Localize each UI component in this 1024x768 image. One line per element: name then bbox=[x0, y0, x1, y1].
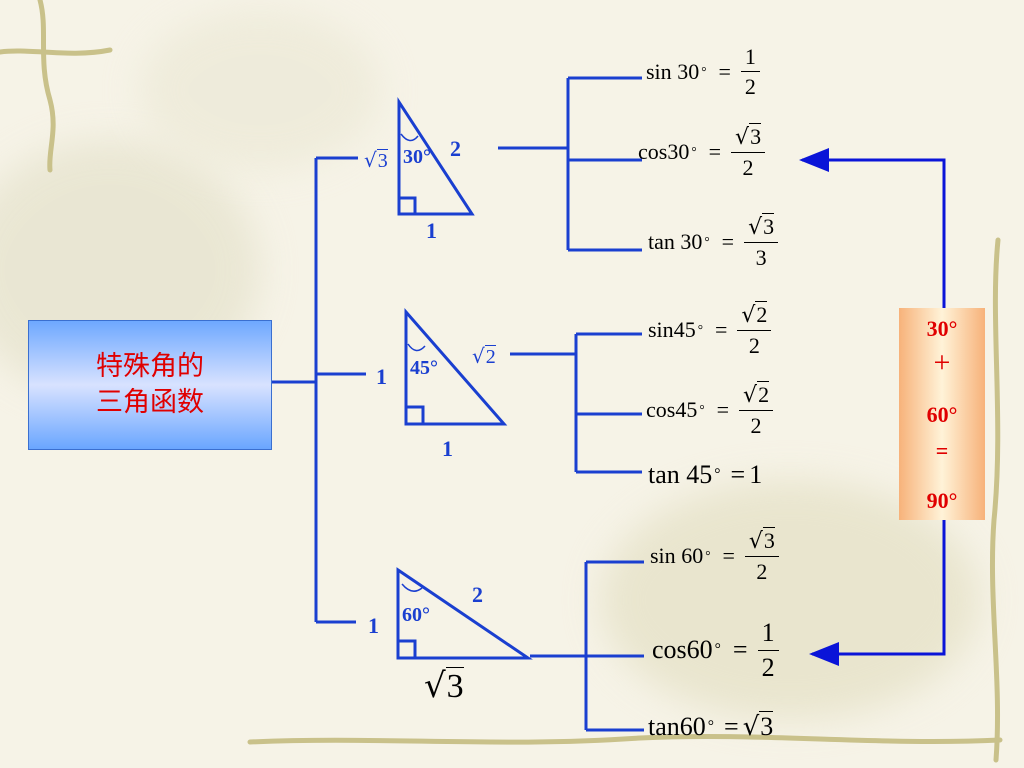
complement-plus: + bbox=[933, 346, 951, 379]
t45-hypotenuse-label: √2 bbox=[472, 344, 496, 368]
t60-angle-label: 60° bbox=[402, 604, 430, 626]
complement-total: 90° bbox=[926, 488, 958, 513]
connector-45-bracket bbox=[510, 332, 642, 474]
diagram-title-box: 特殊角的 三角函数 bbox=[28, 320, 272, 450]
t60-short-leg-label: 1 bbox=[368, 613, 379, 638]
connector-30-bracket bbox=[498, 76, 642, 252]
arrow-to-cos60 bbox=[809, 520, 946, 666]
angle-arc-30 bbox=[400, 133, 419, 142]
complement-box: 30° + 60° = 90° bbox=[899, 308, 985, 520]
triangle-30 bbox=[397, 96, 475, 216]
connector-60-bracket bbox=[530, 560, 644, 732]
t60-hypotenuse-label: 2 bbox=[472, 582, 483, 607]
complement-angle-b: 60° bbox=[926, 402, 958, 427]
arrow-to-cos30 bbox=[799, 148, 946, 308]
right-angle-mark-60 bbox=[396, 639, 417, 660]
t30-long-leg-label: √3 bbox=[364, 148, 388, 172]
t45-bottom-leg-label: 1 bbox=[442, 436, 453, 461]
background-blob bbox=[600, 480, 980, 720]
vine-decoration bbox=[0, 0, 1003, 763]
right-angle-mark-30 bbox=[397, 196, 417, 216]
angle-arc-60 bbox=[401, 583, 423, 592]
t30-hypotenuse-label: 2 bbox=[450, 136, 461, 161]
t60-long-leg-label: √3 bbox=[424, 666, 464, 706]
right-angle-mark-45 bbox=[404, 405, 425, 426]
triangle-60 bbox=[396, 567, 533, 660]
complement-equals: = bbox=[935, 438, 949, 463]
angle-arc-45 bbox=[407, 343, 426, 352]
triangle-45 bbox=[404, 308, 508, 426]
formula-tan45: tan 45° = 1 bbox=[648, 460, 763, 489]
background-blob bbox=[140, 10, 380, 170]
t30-angle-label: 30° bbox=[403, 146, 431, 168]
title-line-2: 三角函数 bbox=[96, 387, 204, 418]
t45-angle-label: 45° bbox=[410, 357, 438, 379]
t45-left-leg-label: 1 bbox=[376, 364, 387, 389]
t30-short-leg-label: 1 bbox=[426, 218, 437, 243]
title-line-1: 特殊角的 bbox=[96, 351, 204, 382]
complement-angle-a: 30° bbox=[926, 316, 958, 341]
